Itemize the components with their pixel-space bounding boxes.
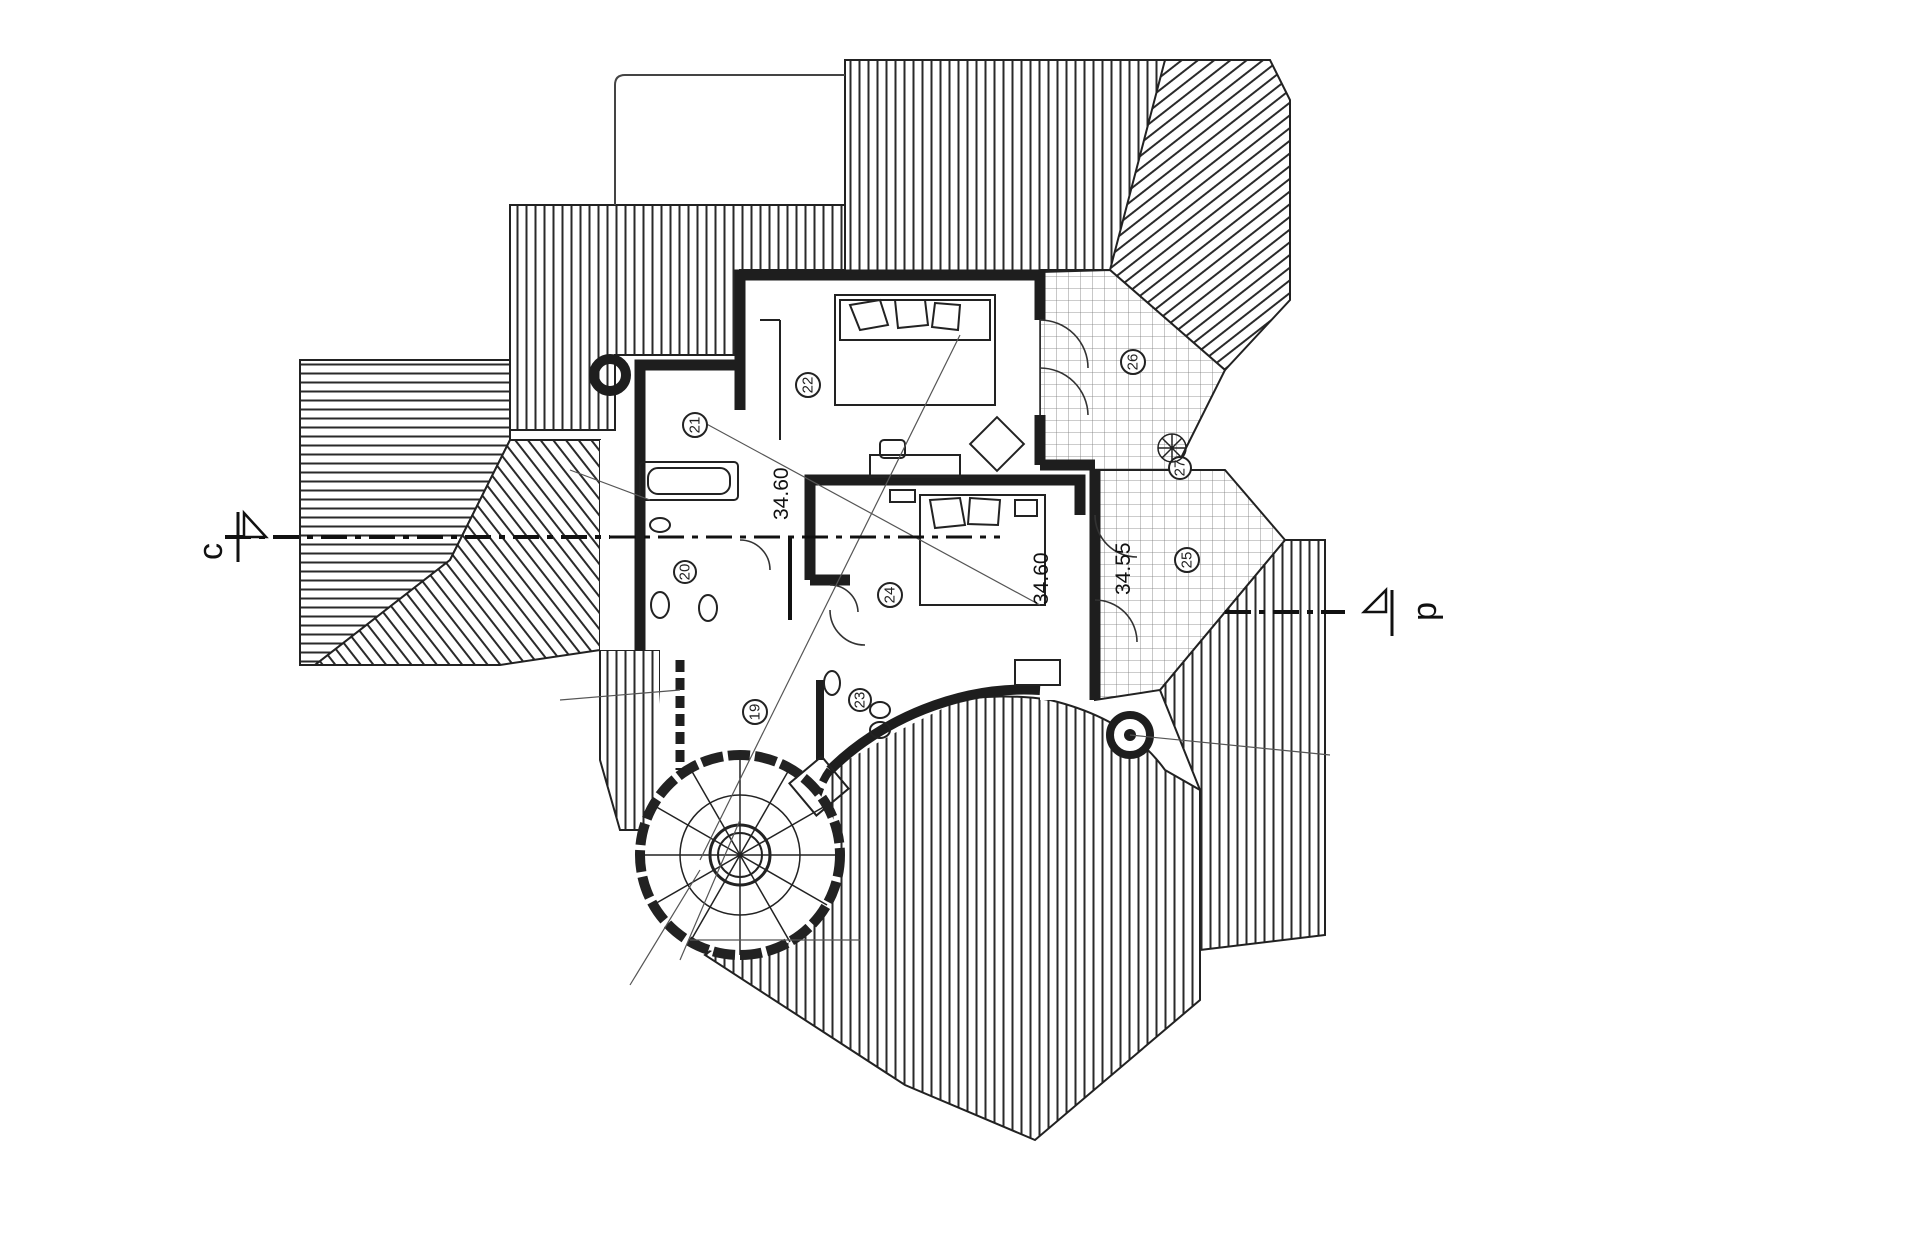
svg-text:23: 23 (852, 692, 869, 709)
furniture-bedroom-lower (889, 489, 1061, 686)
svg-text:19: 19 (747, 704, 764, 721)
bed-lower (919, 494, 1046, 606)
wc (650, 591, 670, 619)
section-line-cd (225, 535, 1345, 620)
pergola-outline (614, 74, 845, 205)
section-label-d: d (1410, 602, 1448, 621)
svg-text:24: 24 (882, 587, 899, 604)
shower-tray (788, 755, 850, 817)
room-number-20: 20 (673, 560, 697, 584)
svg-text:25: 25 (1179, 552, 1196, 569)
roof-planes (299, 59, 1326, 1142)
room-number-23: 23 (848, 688, 872, 712)
desk-upper (869, 454, 961, 478)
section-label-c: c (192, 543, 230, 560)
elevation-bedroom: 34.60 (1030, 552, 1053, 605)
section-marker-c: c (192, 509, 269, 562)
svg-text:26: 26 (1125, 354, 1142, 371)
spiral-staircase (635, 750, 845, 960)
door-swings (739, 319, 1138, 646)
room-number-22: 22 (795, 372, 821, 398)
room-number-21: 21 (682, 412, 708, 438)
section-marker-d: d (1360, 586, 1448, 636)
walls (634, 269, 1101, 700)
furniture-bedroom-upper (760, 294, 1026, 478)
svg-text:22: 22 (800, 377, 817, 394)
svg-text:20: 20 (677, 564, 694, 581)
plant-icon (1157, 433, 1187, 463)
elevation-stair-landing: 34.60 (770, 467, 793, 520)
room-number-25: 25 (1174, 547, 1200, 573)
room-number-24: 24 (877, 582, 903, 608)
construction-lines (559, 334, 1331, 986)
washbasin (649, 517, 671, 533)
curved-wall (826, 684, 1041, 774)
column-left (589, 354, 631, 396)
bathroom-fixtures (639, 461, 891, 817)
svg-text:27: 27 (1172, 460, 1189, 477)
armchair-upper (968, 415, 1026, 473)
bed-upper (834, 294, 996, 406)
bidet (698, 594, 718, 622)
room-number-26: 26 (1120, 349, 1146, 375)
svg-text:21: 21 (687, 417, 704, 434)
bathtub (639, 461, 739, 501)
room-number-19: 19 (742, 699, 768, 725)
elevation-terrace: 34.55 (1112, 542, 1135, 595)
